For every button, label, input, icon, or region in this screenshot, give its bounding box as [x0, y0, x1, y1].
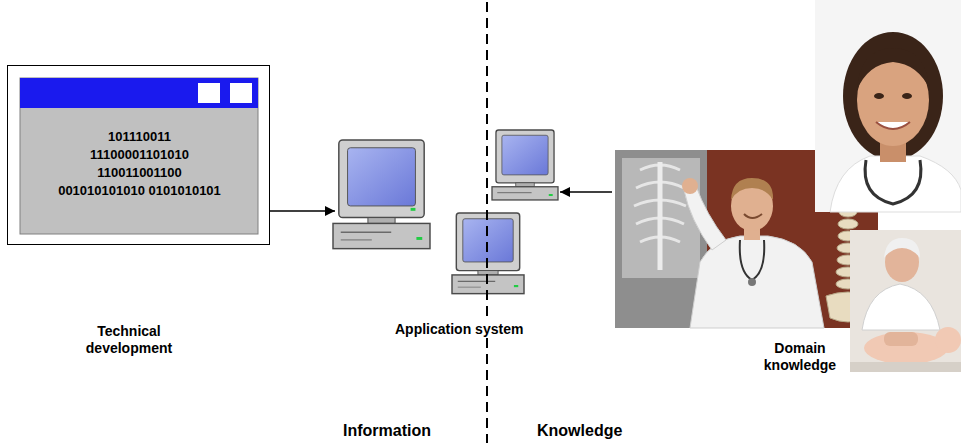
arrow-connector — [270, 210, 335, 212]
doctor-photo-part — [865, 160, 921, 204]
doctor-photo-part — [902, 93, 912, 99]
doctor-photo-part — [684, 186, 726, 250]
doctor-photo-part — [843, 32, 943, 160]
computer-icon-part — [458, 281, 495, 282]
doctor-photo-part-part — [838, 219, 858, 229]
doctor-photo-part — [744, 214, 762, 218]
doctor-photo-part — [884, 238, 920, 258]
doctor-photo-part — [682, 178, 698, 194]
computer-icon-part — [502, 135, 548, 175]
window-icon-part — [20, 78, 258, 108]
doctor-photo — [815, 0, 961, 212]
doctor-photo-part — [615, 150, 707, 328]
computer-icon-part — [497, 192, 531, 193]
computer-icon-part — [458, 287, 481, 288]
computer-icon-part — [514, 285, 518, 287]
doctor-photo-part — [874, 93, 884, 99]
computer-icon-part — [411, 208, 416, 211]
computer-icon-part — [492, 187, 558, 200]
computer-icon-part — [341, 231, 391, 232]
computer-icon-part — [496, 130, 554, 183]
doctor-photo-part — [740, 240, 765, 280]
region-label: Information — [343, 422, 431, 440]
computer-icon-part — [463, 219, 513, 262]
node-text: 101110011 11100001101010 110011001100 00… — [57, 128, 222, 200]
doctor-photo-part — [748, 278, 756, 286]
doctor-photo-part — [690, 236, 824, 328]
region-label: Knowledge — [537, 422, 622, 440]
arrow-connector — [560, 191, 612, 193]
divider-line — [486, 2, 488, 443]
doctor-photo-part — [884, 332, 918, 346]
doctor-photo — [850, 230, 961, 372]
computer-icon — [333, 140, 430, 249]
computer-icon — [492, 130, 558, 200]
computer-icon-part — [339, 140, 424, 218]
doctor-photo-part — [850, 230, 961, 372]
computer-icon-part — [333, 223, 430, 248]
computer-icon-part — [549, 194, 553, 196]
doctor-photo-part — [658, 162, 663, 270]
window-icon — [20, 78, 258, 234]
node-text: Application system — [393, 321, 525, 338]
computer-icon-part — [341, 239, 372, 240]
caption-label: Technical development — [74, 323, 184, 357]
doctor-photo-part — [622, 158, 700, 278]
window-box: 101110011 11100001101010 110011001100 00… — [7, 65, 270, 245]
doctor-photo-part — [876, 122, 910, 129]
window-icon-part — [20, 78, 258, 234]
doctor-photo-part — [815, 0, 961, 212]
application-group: Application system — [335, 130, 560, 346]
doctor-photo-part — [830, 156, 961, 212]
doctor-photo-part — [850, 362, 961, 372]
window-icon-part — [198, 83, 220, 103]
doctor-photo-part — [862, 284, 940, 330]
computer-icon-part — [368, 218, 395, 224]
doctor-photo-part — [857, 48, 930, 90]
doctor-photo-part — [935, 327, 961, 353]
computer-icon-part — [348, 148, 416, 206]
window-icon-part — [230, 83, 252, 103]
doctor-photo-part — [731, 178, 773, 200]
computer-icon-part — [416, 237, 422, 240]
domain-group: Domain knowledge — [612, 0, 961, 395]
node-text: Domain knowledge — [750, 340, 850, 374]
